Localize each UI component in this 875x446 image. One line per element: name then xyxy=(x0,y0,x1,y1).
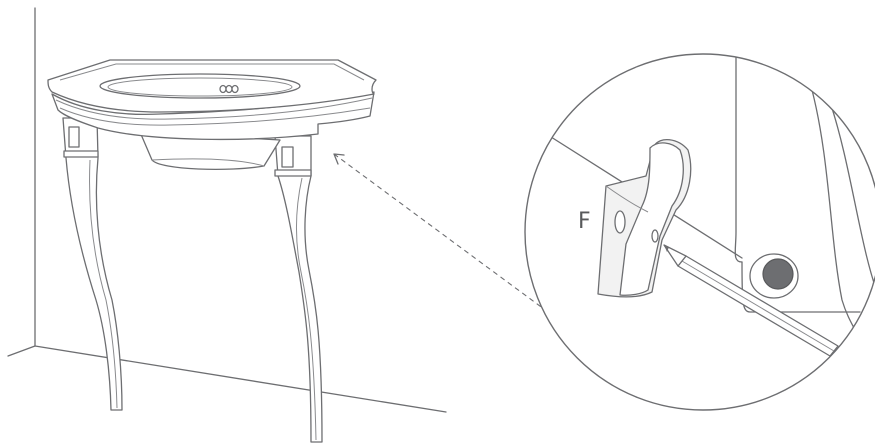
floor-left-edge xyxy=(7,345,36,357)
bracket-edge xyxy=(605,185,649,213)
left-leg-body xyxy=(62,117,123,411)
left-leg-collar xyxy=(63,150,99,158)
bolt-head xyxy=(762,258,794,290)
pencil-lead xyxy=(664,245,669,252)
bracket-slot-hole xyxy=(614,210,626,234)
leader-arrow xyxy=(333,153,549,313)
bracket-screw-hole xyxy=(651,229,659,243)
right-leg-plaque xyxy=(281,146,294,168)
basin-apron xyxy=(51,91,375,141)
console-basin xyxy=(47,59,377,171)
magnifier-border xyxy=(524,53,875,411)
leader-arrowhead xyxy=(333,153,345,165)
bracket-front-face xyxy=(619,142,684,296)
console-left-leg xyxy=(62,117,123,411)
pencil-icon xyxy=(663,244,839,357)
pencil-tip-wood xyxy=(663,244,687,267)
pencil-ridge xyxy=(681,260,835,352)
floor-right-edge xyxy=(34,345,447,413)
room-corner xyxy=(7,7,447,413)
detail-leg-curve-2 xyxy=(829,101,875,301)
leader-dashed-line xyxy=(333,153,549,313)
apron-line-2 xyxy=(59,107,371,126)
faucet-hole-left xyxy=(219,84,227,94)
detail-wall-corner xyxy=(734,54,743,263)
faucet-holes xyxy=(219,84,239,94)
sink-bowl xyxy=(99,73,301,99)
console-right-leg xyxy=(274,135,323,443)
faucet-hole-right xyxy=(231,84,239,94)
faucet-hole-center xyxy=(225,84,233,94)
mounting-bracket-icon xyxy=(597,139,692,298)
detail-magnifier: F xyxy=(524,53,875,411)
part-label-f: F xyxy=(578,209,591,234)
right-leg-body xyxy=(274,135,323,443)
right-leg-inner-line xyxy=(296,177,317,441)
sink-bowl-inner xyxy=(107,77,293,97)
left-leg-plaque xyxy=(68,126,80,148)
detail-leg-curve-1 xyxy=(811,89,861,341)
basin-underside-rim xyxy=(151,158,265,167)
basin-top-inner-edge xyxy=(59,63,365,81)
bolt-icon xyxy=(749,253,799,299)
right-leg-collar xyxy=(274,169,312,177)
left-leg-inner-line xyxy=(89,159,118,409)
apron-line-1 xyxy=(55,97,373,120)
